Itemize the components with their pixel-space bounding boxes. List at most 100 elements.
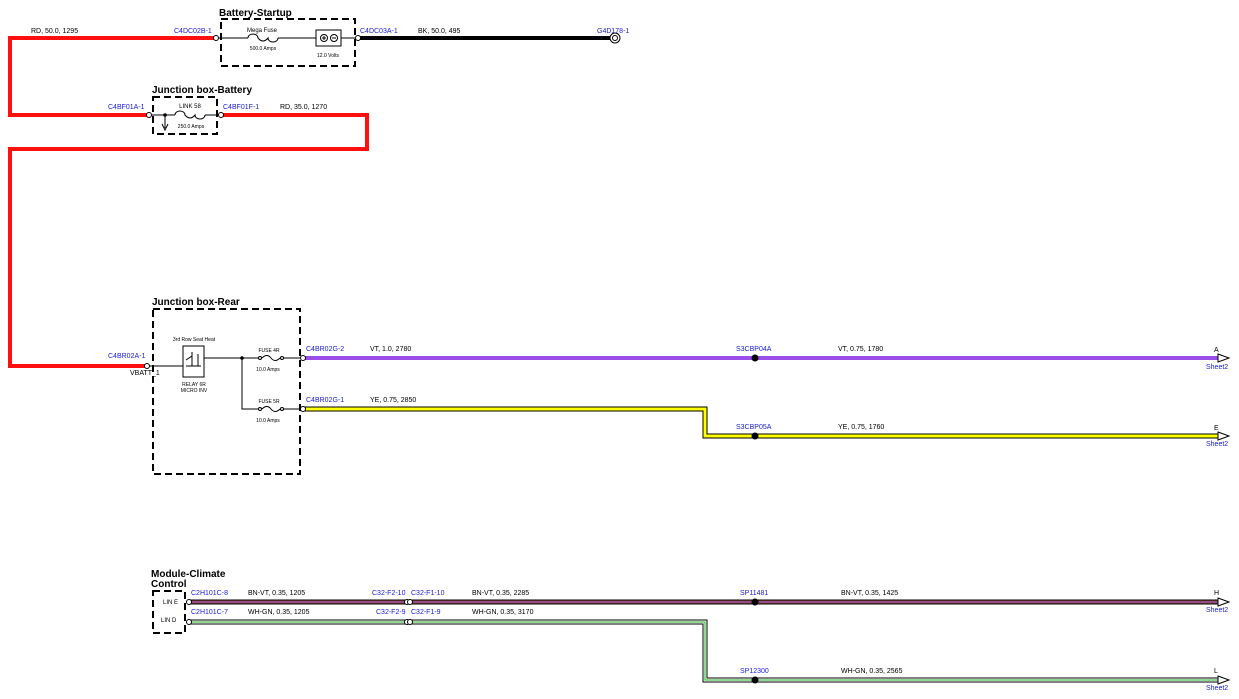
fuse5r-icon	[261, 406, 281, 412]
fuse5r-rating: 10.0 Amps	[256, 418, 280, 424]
connector-c32-f1-10[interactable]: C32-F1-10	[411, 590, 445, 597]
link58-fuse-icon	[174, 110, 206, 120]
connector-c32-f1-9[interactable]: C32-F1-9	[411, 609, 441, 616]
wire-label-bnvt-1205: BN-VT, 0.35, 1205	[248, 590, 305, 597]
pin-c4br02g2[interactable]	[300, 355, 306, 361]
ground-inner-icon	[612, 35, 618, 41]
connector-c2h101c8[interactable]: C2H101C-8	[191, 590, 228, 597]
wire-label-whgn-2565: WH-GN, 0.35, 2565	[841, 668, 903, 675]
module-climate-title-1: Module-Climate	[151, 569, 226, 580]
connector-c32-f2-9[interactable]: C32-F2-9	[376, 609, 406, 616]
relay-6r-icon	[182, 345, 205, 378]
connector-c4br02g1[interactable]: C4BR02G-1	[306, 397, 344, 404]
splice-s3cbp05a[interactable]	[751, 432, 759, 440]
mega-fuse-rating: 500.0 Amps	[250, 46, 277, 52]
wire-whgn-green-stripe	[189, 621, 1218, 681]
offpage-arrow-icon	[1217, 597, 1231, 607]
connector-g4d178[interactable]: G4D178-1	[597, 28, 629, 35]
connector-c32-f2-10[interactable]: C32-F2-10	[372, 590, 406, 597]
wire-rd-50[interactable]	[8, 36, 216, 117]
relay-title: 3rd Row Seat Heat	[173, 337, 216, 343]
battery-rating: 12.0 Volts	[317, 53, 339, 59]
offpage-connector-a[interactable]: A Sheet2	[1206, 347, 1231, 371]
wire-label-ye-1760: YE, 0.75, 1760	[838, 424, 884, 431]
fuse4r-rating: 10.0 Amps	[256, 367, 280, 373]
junction-battery-title: Junction box-Battery	[152, 85, 252, 96]
splice-sp12300[interactable]	[751, 676, 759, 684]
fuse5r-pin-left	[258, 407, 262, 411]
connector-c4br02a[interactable]: C4BR02A-1	[108, 353, 145, 360]
vbatt-pin-label: VBATT_1	[130, 370, 160, 377]
module-climate-title-2: Control	[151, 579, 187, 590]
relay-label-2: MICRO INV	[181, 388, 208, 394]
wire-whgn[interactable]	[189, 620, 1218, 682]
offpage-letter-l: L	[1214, 668, 1218, 675]
offpage-connector-h[interactable]: H Sheet2	[1206, 590, 1231, 614]
wire-label-vt-1: VT, 1.0, 2780	[370, 346, 411, 353]
splice-label-s3cbp05a: S3CBP05A	[736, 424, 772, 431]
offpage-letter-e: E	[1214, 425, 1219, 432]
mega-fuse-name: Mega Fuse	[247, 28, 278, 34]
inline-c32-f1-10[interactable]	[407, 599, 413, 605]
pin-label-lin-d: LIN D	[161, 618, 177, 624]
connector-c4bf01a[interactable]: C4BF01A-1	[108, 104, 145, 111]
relay-branch-line	[241, 358, 258, 410]
pin-c2h101c7[interactable]	[186, 619, 192, 625]
wire-ye[interactable]	[303, 407, 1218, 438]
pin-c4br02g1[interactable]	[300, 406, 306, 412]
wire-ye-outline	[303, 406, 1218, 439]
connector-c2h101c7[interactable]: C2H101C-7	[191, 609, 228, 616]
fuse4r-pin-left	[258, 356, 262, 360]
offpage-letter-h: H	[1214, 590, 1219, 597]
mega-fuse-icon	[247, 33, 279, 43]
offpage-sheet-h[interactable]: Sheet2	[1206, 607, 1228, 614]
pin-c4bf01a[interactable]	[146, 112, 152, 118]
module-climate-box	[152, 590, 186, 634]
offpage-sheet-a[interactable]: Sheet2	[1206, 364, 1228, 371]
splice-s3cbp04a[interactable]	[751, 354, 759, 362]
junction-rear-box	[152, 308, 301, 475]
connector-c4dc03a[interactable]: C4DC03A-1	[360, 28, 398, 35]
splice-label-sp12300: SP12300	[740, 668, 769, 675]
connector-c4bf01f[interactable]: C4BF01F-1	[223, 104, 259, 111]
battery-startup-box	[220, 18, 356, 67]
battery-plus-icon	[320, 34, 328, 42]
relay-label-1: RELAY 6R	[182, 382, 206, 388]
junction-rear-title: Junction box-Rear	[152, 297, 240, 308]
wire-label-bk-50: BK, 50.0, 495	[418, 28, 461, 35]
offpage-arrow-icon	[1217, 675, 1231, 685]
offpage-connector-l[interactable]: L Sheet2	[1206, 668, 1231, 692]
offpage-sheet-e[interactable]: Sheet2	[1206, 441, 1228, 448]
wire-rd-35[interactable]	[8, 113, 369, 368]
offpage-letter-a: A	[1214, 347, 1219, 354]
battery-startup-title: Battery-Startup	[219, 8, 292, 19]
connector-c4br02g2[interactable]: C4BR02G-2	[306, 346, 344, 353]
splice-label-s3cbp04a: S3CBP04A	[736, 346, 772, 353]
offpage-arrow-icon	[1217, 353, 1231, 363]
relay-contacts-icon	[185, 352, 201, 367]
wire-label-rd-50: RD, 50.0, 1295	[31, 28, 78, 35]
pin-c4br02a[interactable]	[144, 363, 150, 369]
splice-sp11481[interactable]	[751, 598, 759, 606]
wire-label-whgn-3170: WH-GN, 0.35, 3170	[472, 609, 534, 616]
fuse4r-icon	[261, 355, 281, 361]
wire-label-whgn-1205: WH-GN, 0.35, 1205	[248, 609, 310, 616]
connector-c4dc02b[interactable]: C4DC02B-1	[174, 28, 212, 35]
splice-label-sp11481: SP11481	[740, 590, 768, 597]
wire-label-vt-1780: VT, 0.75, 1780	[838, 346, 883, 353]
pin-c2h101c8[interactable]	[186, 599, 192, 605]
fuse5r-name: FUSE 5R	[258, 399, 280, 405]
ground-icon	[609, 32, 621, 44]
pin-c4bf01f[interactable]	[218, 112, 224, 118]
pin-c4dc03a[interactable]	[355, 35, 361, 41]
pin-c4dc02b[interactable]	[213, 35, 219, 41]
wire-label-rd-35: RD, 35.0, 1270	[280, 104, 327, 111]
offpage-arrow-icon	[1217, 431, 1231, 441]
inline-c32-f1-9[interactable]	[407, 619, 413, 625]
offpage-sheet-l[interactable]: Sheet2	[1206, 685, 1228, 692]
wire-label-bnvt-2285: BN-VT, 0.35, 2285	[472, 590, 529, 597]
wire-label-ye-2850: YE, 0.75, 2850	[370, 397, 416, 404]
offpage-connector-e[interactable]: E Sheet2	[1206, 425, 1231, 448]
battery-minus-icon	[330, 34, 338, 42]
